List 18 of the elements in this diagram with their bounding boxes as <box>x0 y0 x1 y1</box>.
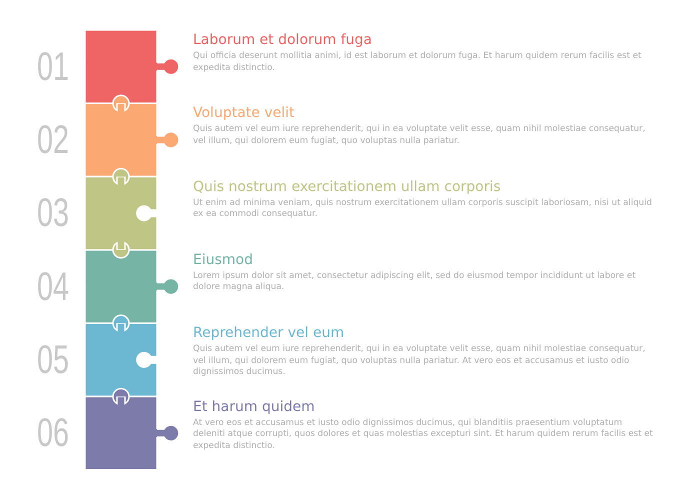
step-description: Lorem ipsum dolor sit amet, consectetur adipiscing elit, sed do eiusmod tempor incididunt ut labore et dolore magna aliqua. <box>193 270 637 294</box>
step-description: Ut enim ad minima veniam, quis nostrum exercitationem ullam corporis suscipit laboriosam, nisi ut aliquid ex ea commodi consequatur. <box>193 198 653 221</box>
step-heading: Eiusmod <box>193 250 253 269</box>
step-heading: Voluptate velit <box>193 104 294 122</box>
puzzle-piece <box>84 94 180 178</box>
step-heading: Laborum et dolorum fuga <box>193 31 372 49</box>
step-heading: Et harum quidem <box>193 398 315 416</box>
step-heading: Quis nostrum exercitationem ullam corporis <box>193 178 501 196</box>
step-description: At vero eos et accusamus et iusto odio dignissimos ducimus, qui blanditiis praesentium voluptatum deleniti atque corrupti, quos dolores et quas molestias excepturi sint. Et harum quidem rerum facilis est et expedita distinctio. <box>193 418 654 452</box>
step-description: Quis autem vel eum iure reprehenderit, qui in ea voluptate velit esse, quam nihil molestiae consequatur, vel illum, qui dolorem eum fugiat, quo voluptas nulla pariatur. <box>193 124 646 148</box>
step-description: Quis autem vel eum iure reprehenderit, qui in ea voluptate velit esse, quam nihil molestiae consequatur, vel illum, qui dolorem eum fugiat, quo voluptas nulla pariatur. At vero eos et accusamus et iusto odio dignissimos ducimus. <box>193 344 646 379</box>
puzzle-piece <box>84 29 180 104</box>
puzzle-piece <box>84 249 180 324</box>
step-heading: Reprehender vel eum <box>193 324 344 342</box>
puzzle-piece <box>84 168 158 259</box>
step-description: Qui officia deserunt mollitia animi, id est laborum et dolorum fuga. Et harum quidem rerum facilis est et expedita distinctio. <box>193 51 642 74</box>
puzzle-piece <box>84 388 180 471</box>
puzzle-piece <box>84 314 158 398</box>
